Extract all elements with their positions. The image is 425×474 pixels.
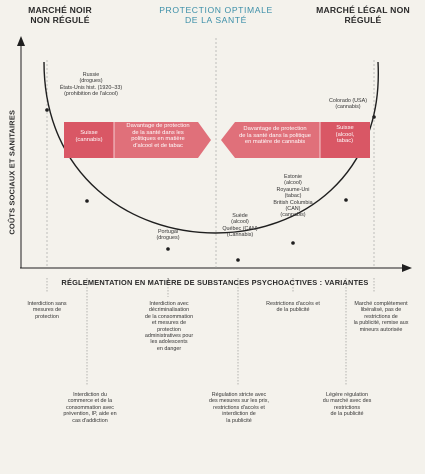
dot-portugal [166,247,170,251]
arrow-right-text: Davantage de protection de la santé dans… [239,126,311,146]
variant-interdiction-commerce: Interdiction du commerce et de la consom… [63,392,117,424]
header-legal-market: MARCHÉ LÉGAL NON RÉGULÉ [316,5,410,25]
variant-interdiction-sans: Interdiction sans mesures de protection [27,301,67,320]
dot-suede [236,258,240,262]
dot-estonie [291,241,295,245]
label-russia: Russie (drogues) États-Unis hist. (1920–… [59,72,123,98]
dot-russia [45,108,49,112]
y-axis-arrowhead [17,36,25,46]
dot-interdiction [85,199,89,203]
header-optimal-protection: PROTECTION OPTIMALE DE LA SANTÉ [159,5,273,25]
arrow-left-box [64,122,114,158]
x-axis-arrowhead [402,264,412,272]
variant-regulation-stricte: Régulation stricte avec des mesures sur … [209,392,269,424]
dot-legere [344,198,348,202]
y-axis-label: COÛTS SOCIAUX ET SANITAIRES [7,109,17,235]
arrow-left-box-label: Suisse (cannabis) [75,130,103,143]
label-portugal: Portugal (drogues) [156,229,180,242]
variant-legere-regulation: Légère régulation du marché avec des res… [322,392,372,418]
variant-marche-liberalise: Marché complètement libéralisé, pas de r… [353,301,409,333]
arrow-left-text: Davantage de protection de la santé dans… [126,123,190,149]
variant-restrictions: Restrictions d'accès et de la publicité [266,301,320,314]
label-estonie: Estonie (alcool) Royaume-Uni (tabac) Bri… [273,174,313,219]
label-colorado: Colorado (USA) (cannabis) [328,98,368,111]
x-axis-label: RÉGLEMENTATION EN MATIÈRE DE SUBSTANCES … [61,278,369,287]
dot-colorado [372,115,376,119]
variant-decriminalisation: Interdiction avec décriminalisation de l… [144,301,194,352]
arrow-right-box-label: Suisse (alcool, tabac) [335,125,355,145]
arrow-right-box [320,122,370,158]
header-black-market: MARCHÉ NOIR NON RÉGULÉ [28,5,92,25]
label-suede-quebec: Suède (alcool) Québec (CAN) (Cannabis) [222,213,258,239]
